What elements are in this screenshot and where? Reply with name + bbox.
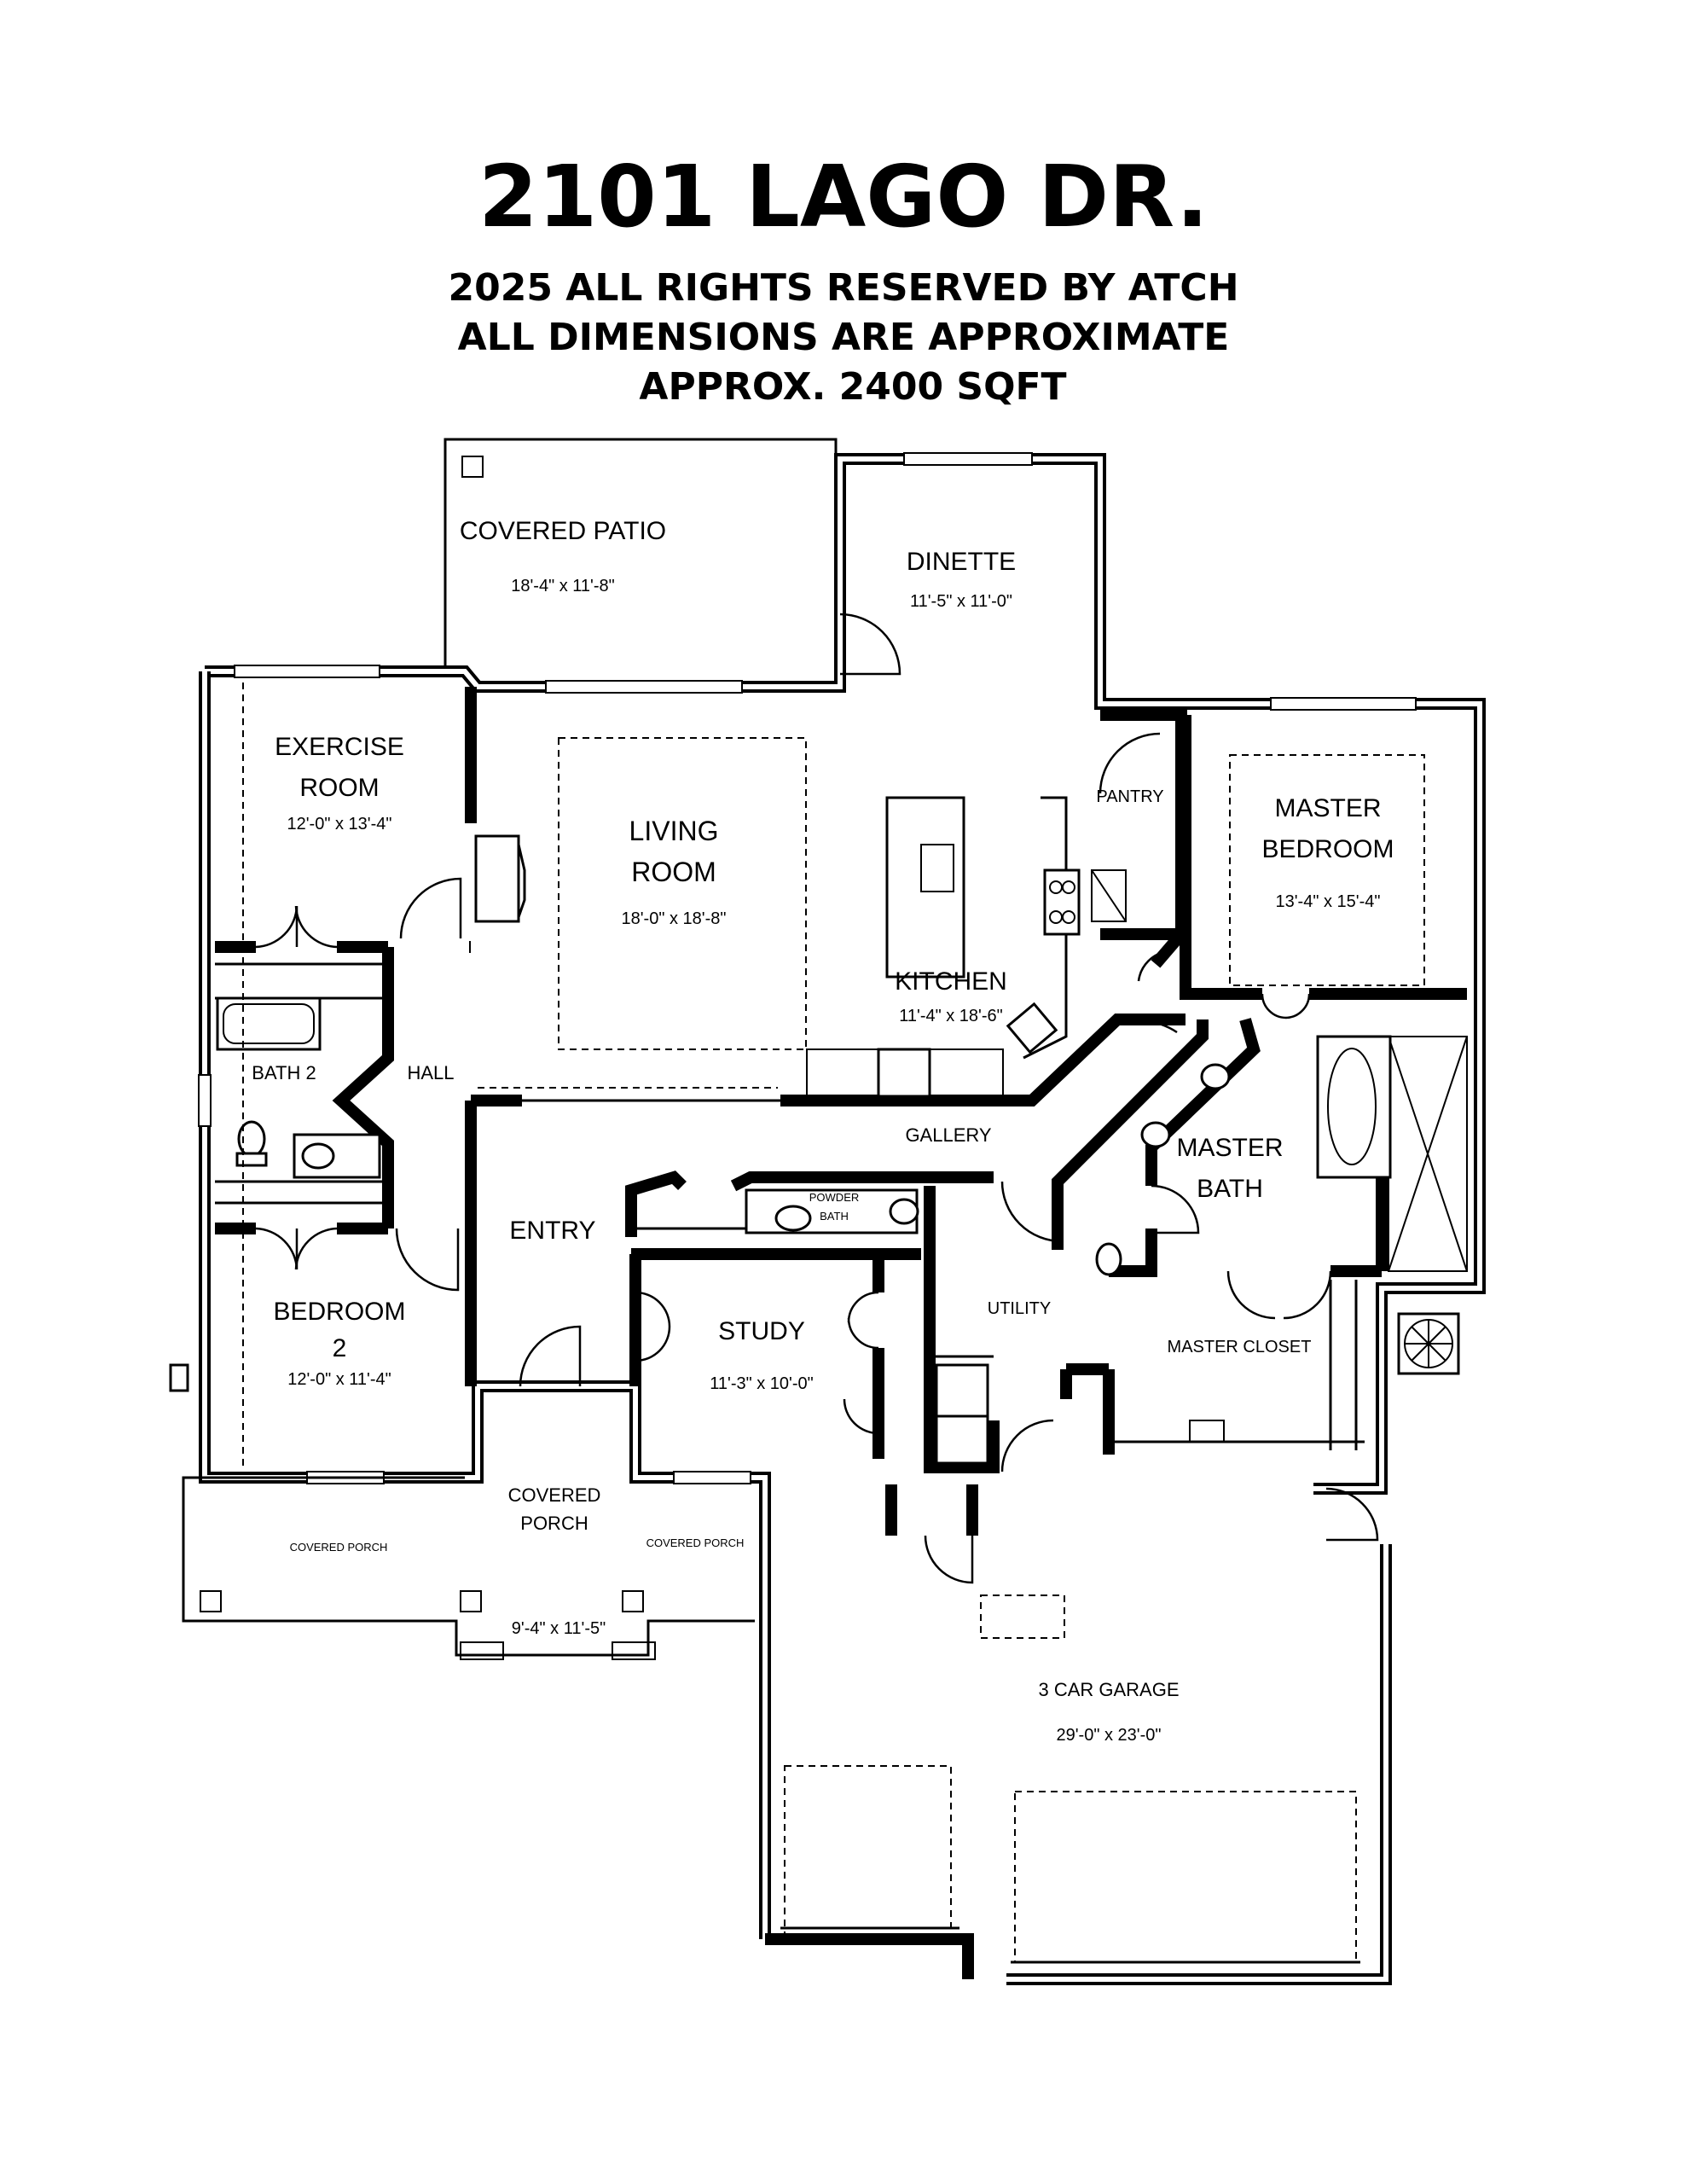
entry-name: ENTRY — [509, 1217, 595, 1245]
garage-dim: 29'-0" x 23'-0" — [1056, 1726, 1161, 1745]
doors — [255, 613, 1379, 1584]
window — [903, 452, 1033, 466]
sink — [1200, 1063, 1231, 1090]
window — [234, 665, 380, 678]
bedroom2-name-2: 2 — [333, 1334, 347, 1362]
gallery-name: GALLERY — [905, 1124, 991, 1146]
powder-bath-name-2: BATH — [820, 1210, 849, 1223]
bathtub — [216, 996, 322, 1051]
room-labels: COVERED PATIO 18'-4" x 11'-8" DINETTE 11… — [252, 517, 1394, 1745]
kitchen-island — [885, 796, 965, 979]
master-closet-name: MASTER CLOSET — [1168, 1338, 1312, 1356]
cooktop — [1043, 868, 1081, 936]
covered-porch-name-2: PORCH — [520, 1513, 588, 1534]
covered-porch-outline — [182, 1476, 755, 1660]
kitchen-name: KITCHEN — [895, 967, 1007, 996]
sink — [301, 1142, 335, 1170]
master-bedroom-name-2: BEDROOM — [1261, 835, 1394, 863]
powder-bath-name-1: POWDER — [809, 1191, 860, 1204]
closet-shelf — [1189, 1420, 1225, 1443]
exercise-room-name-1: EXERCISE — [275, 733, 404, 761]
dimensions-note: ALL DIMENSIONS ARE APPROXIMATE — [458, 316, 1230, 359]
master-bath-name-1: MASTER — [1176, 1134, 1283, 1162]
master-bathtub — [1316, 1035, 1392, 1179]
pantry-shelf — [1091, 869, 1127, 922]
window — [1270, 697, 1417, 711]
dinette-name: DINETTE — [907, 548, 1016, 576]
dinette-dim: 11'-5" x 11'-0" — [910, 592, 1012, 611]
toilet — [1095, 1242, 1122, 1276]
porch-column — [460, 1590, 482, 1612]
window — [673, 1471, 751, 1484]
porch-planter — [612, 1641, 656, 1660]
garage-name: 3 CAR GARAGE — [1038, 1679, 1179, 1700]
living-room-name-2: ROOM — [631, 857, 716, 887]
master-bath-name-2: BATH — [1197, 1175, 1263, 1203]
covered-patio-name: COVERED PATIO — [460, 517, 666, 545]
living-room-name-1: LIVING — [629, 816, 719, 846]
electric-meter — [169, 1363, 189, 1392]
covered-porch-right-name: COVERED PORCH — [646, 1536, 745, 1549]
fixtures — [169, 796, 1460, 1443]
toilet — [774, 1205, 812, 1232]
bath2-name: BATH 2 — [252, 1062, 316, 1083]
exercise-room-name-2: ROOM — [299, 774, 379, 802]
bedroom2-name-1: BEDROOM — [273, 1298, 405, 1326]
windows — [198, 452, 1417, 1484]
pantry-name: PANTRY — [1096, 787, 1163, 806]
window — [545, 680, 743, 694]
covered-porch-name-1: COVERED — [508, 1484, 601, 1506]
sink — [1140, 1121, 1171, 1148]
kitchen-sink — [920, 844, 954, 892]
bedroom2-dim: 12'-0" x 11'-4" — [287, 1370, 391, 1389]
kitchen-dim: 11'-4" x 18'-6" — [899, 1007, 1003, 1025]
covered-patio-dim: 18'-4" x 11'-8" — [511, 577, 615, 595]
square-footage: APPROX. 2400 SQFT — [639, 365, 1066, 409]
covered-patio-outline — [443, 438, 838, 674]
dashed-outlines — [242, 682, 1425, 1963]
living-room-dim: 18'-0" x 18'-8" — [621, 909, 726, 928]
plan-header: 2101 LAGO DR. 2025 ALL RIGHTS RESERVED B… — [448, 147, 1238, 409]
porch-column — [622, 1590, 644, 1612]
porch-column — [200, 1590, 222, 1612]
exercise-room-dim: 12'-0" x 13'-4" — [287, 815, 391, 834]
hall-name: HALL — [407, 1062, 454, 1083]
window — [198, 1074, 212, 1127]
study-name: STUDY — [718, 1317, 805, 1345]
patio-column — [461, 456, 484, 478]
plan-title: 2101 LAGO DR. — [478, 147, 1209, 247]
dishwasher — [877, 1048, 931, 1098]
study-dim: 11'-3" x 10'-0" — [710, 1374, 814, 1393]
sink — [889, 1198, 919, 1225]
fireplace — [474, 834, 520, 923]
master-bedroom-name-1: MASTER — [1274, 794, 1381, 822]
utility-name: UTILITY — [988, 1299, 1051, 1318]
refrigerator — [1006, 1002, 1058, 1054]
master-bedroom-dim: 13'-4" x 15'-4" — [1275, 892, 1380, 911]
porch-planter — [460, 1641, 504, 1660]
copyright-line: 2025 ALL RIGHTS RESERVED BY ATCH — [448, 266, 1238, 310]
covered-porch-dim: 9'-4" x 11'-5" — [512, 1619, 606, 1638]
washer — [935, 1363, 989, 1418]
covered-porch-left-name: COVERED PORCH — [290, 1541, 388, 1554]
dryer — [935, 1414, 989, 1465]
